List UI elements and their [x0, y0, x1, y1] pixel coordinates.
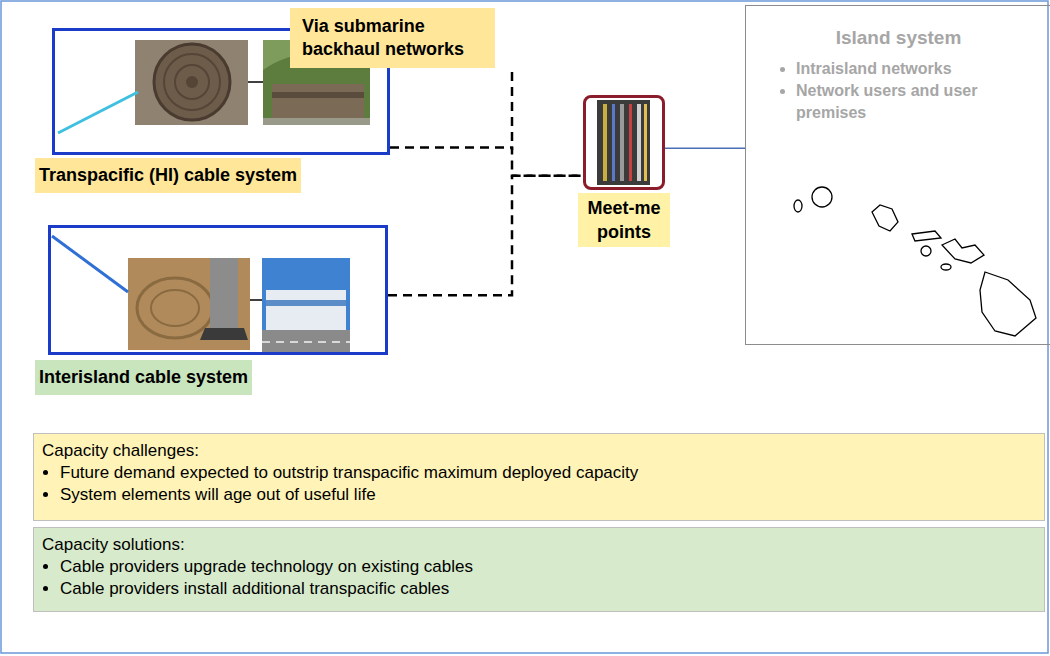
backhaul-connector — [390, 147, 583, 175]
bullet-text: Cable providers install additional trans… — [60, 579, 449, 598]
bullet-text: Intraisland networks — [796, 60, 952, 77]
manhole-photo — [137, 278, 213, 338]
landing-station-photo — [262, 330, 350, 352]
bullet-list: Future demand expected to outstrip trans… — [42, 462, 1036, 506]
manhole-photo — [128, 258, 250, 350]
box-heading: Island system — [746, 26, 1050, 50]
bullet-item: Network users and user premises — [796, 80, 1036, 124]
equipment-rack-photo — [620, 104, 624, 181]
manhole-photo — [128, 258, 250, 350]
manhole-photo — [186, 76, 198, 88]
landing-station-photo — [262, 341, 350, 343]
landing-station-photo — [266, 300, 346, 306]
bullet-item: Cable providers upgrade technology on ex… — [60, 556, 1036, 578]
hawaii-map — [794, 200, 802, 212]
cable-system-label: Transpacific (HI) cable system — [35, 158, 301, 193]
connector-line — [665, 147, 745, 149]
cable-system-box: Interisland cable system — [48, 225, 388, 355]
bullet-text: System elements will age out of useful l… — [60, 485, 376, 504]
bullet-item: Cable providers install additional trans… — [60, 578, 1036, 600]
manhole-photo — [135, 40, 248, 125]
manhole-photo — [210, 258, 238, 328]
manhole-photo — [151, 290, 199, 326]
hawaii-map — [872, 205, 898, 231]
hawaii-map — [980, 272, 1036, 336]
connector-group — [388, 147, 745, 295]
island-system-box: Island systemIntraisland networksNetwork… — [745, 5, 1050, 345]
manhole-photo — [175, 65, 209, 99]
equipment-rack-photo — [612, 104, 615, 181]
equipment-rack-photo — [597, 100, 650, 185]
cable-line — [52, 236, 128, 292]
equipment-rack-photo — [629, 104, 632, 181]
challenges-panel: Capacity challenges:Future demand expect… — [33, 433, 1045, 521]
equipment-rack-photo — [597, 100, 650, 185]
bullet-item: System elements will age out of useful l… — [60, 484, 1036, 506]
box-heading: Capacity challenges: — [42, 440, 1036, 462]
solutions-panel: Capacity solutions:Cable providers upgra… — [33, 527, 1045, 612]
manhole-photo — [154, 44, 230, 120]
meet-me-label: Meet-me points — [578, 193, 670, 247]
manhole-photo — [135, 40, 248, 125]
cable-line — [58, 92, 138, 133]
hawaii-map — [941, 264, 951, 270]
backhaul-line — [511, 72, 514, 150]
equipment-rack-photo — [603, 104, 607, 181]
link-line — [248, 81, 263, 83]
manhole-photo — [200, 328, 248, 340]
box-text: Via submarine backhaul networks — [302, 15, 483, 61]
landing-station-photo — [262, 258, 350, 352]
link-line — [250, 299, 262, 301]
hawaii-map — [794, 187, 1036, 336]
box-heading: Capacity solutions: — [42, 534, 1036, 556]
equipment-rack-photo — [637, 104, 641, 181]
landing-station-photo — [266, 290, 346, 330]
manhole-photo — [164, 54, 220, 110]
bullet-item: Future demand expected to outstrip trans… — [60, 462, 1036, 484]
landing-station-photo — [272, 92, 364, 98]
bullet-list: Intraisland networksNetwork users and us… — [746, 58, 1036, 124]
hawaii-map — [921, 246, 931, 256]
bullet-list: Cable providers upgrade technology on ex… — [42, 556, 1036, 600]
bullet-text: Cable providers upgrade technology on ex… — [60, 557, 473, 576]
landing-station-photo — [272, 84, 364, 118]
equipment-rack-photo — [644, 104, 647, 181]
landing-station-photo — [262, 258, 350, 352]
bullet-text: Network users and user premises — [796, 82, 977, 121]
backhaul-connector — [388, 176, 583, 295]
landing-station-photo — [263, 118, 370, 125]
backhaul-note-box: Via submarine backhaul networks — [290, 8, 495, 68]
hawaii-map — [942, 239, 984, 263]
meet-me-box: Meet-me points — [583, 95, 665, 190]
cable-system-label: Interisland cable system — [35, 360, 252, 395]
bullet-text: Future demand expected to outstrip trans… — [60, 463, 638, 482]
hawaii-map — [912, 231, 941, 241]
bullet-item: Intraisland networks — [796, 58, 1036, 80]
hawaii-map — [812, 187, 832, 207]
